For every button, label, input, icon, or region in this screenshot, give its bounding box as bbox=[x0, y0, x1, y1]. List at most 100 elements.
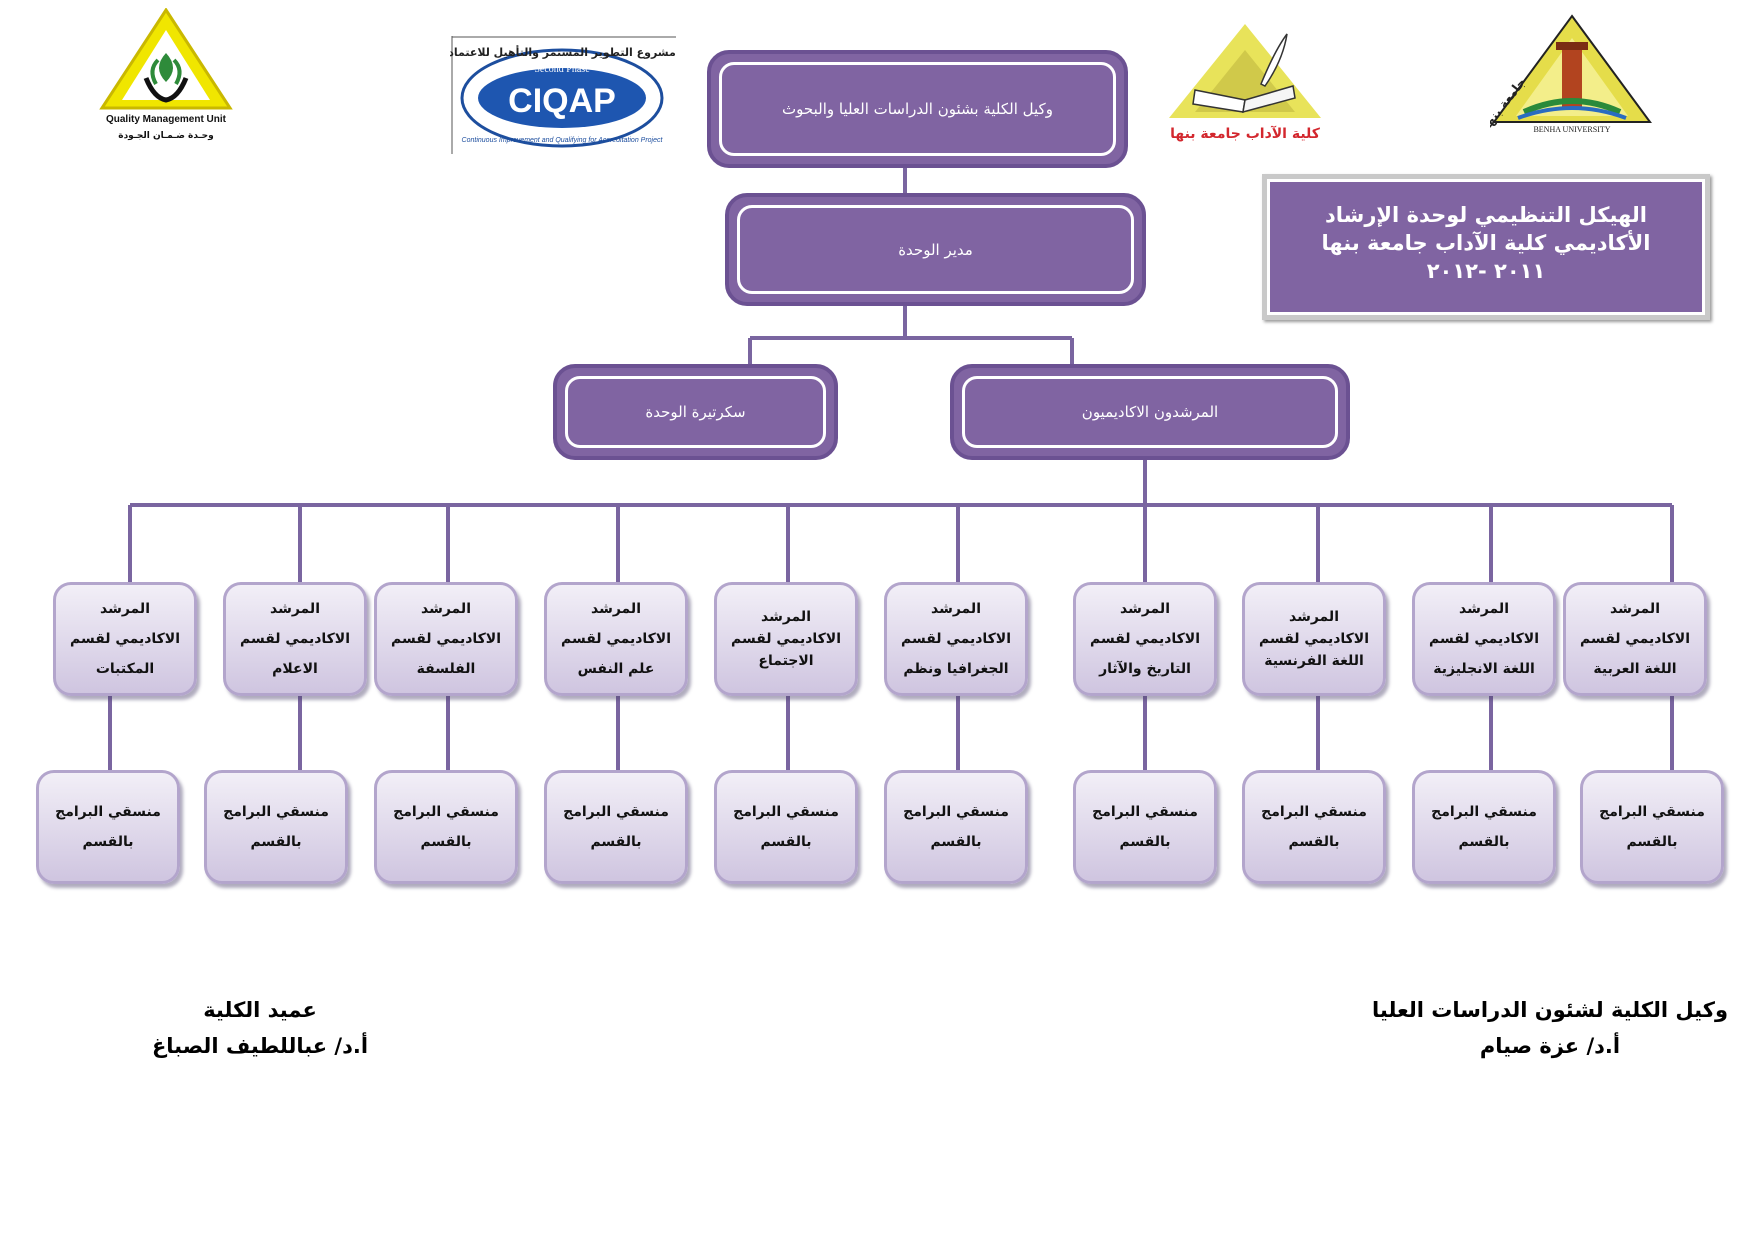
advisor-department: المكتبات bbox=[95, 661, 155, 677]
vice-dean-box: وكيل الكلية بشئون الدراسات العليا والبحو… bbox=[707, 50, 1128, 168]
department-advisor-box: المرشد الاكاديمي لقسم التاريخ والآثار bbox=[1073, 582, 1217, 696]
advisor-department: الفلسفة bbox=[416, 661, 476, 677]
program-coordinator-box: منسقي البرامج بالقسم bbox=[1412, 770, 1556, 884]
advisor-line-2: الاكاديمي لقسم bbox=[390, 631, 502, 647]
quality-unit-logo: Quality Management Unit وحـدة ضـمـان الج… bbox=[96, 7, 236, 143]
coordinator-line-2: بالقسم bbox=[1626, 834, 1678, 850]
coordinator-line-2: بالقسم bbox=[1458, 834, 1510, 850]
advisor-department: اللغة الفرنسية bbox=[1264, 653, 1364, 669]
department-advisor-box: المرشد الاكاديمي لقسم اللغة العربية bbox=[1563, 582, 1707, 696]
department-advisor-box: المرشد الاكاديمي لقسم علم النفس bbox=[544, 582, 688, 696]
ciqap-logo: مشروع التطوير المستمر والتأهيل للاعتماد … bbox=[448, 36, 676, 154]
program-coordinator-box: منسقي البرامج بالقسم bbox=[1242, 770, 1386, 884]
program-coordinator-box: منسقي البرامج بالقسم bbox=[1073, 770, 1217, 884]
director-label: مدير الوحدة bbox=[898, 240, 973, 259]
advisor-line-1: المرشد bbox=[1288, 609, 1339, 625]
advisor-department: التاريخ والآثار bbox=[1099, 661, 1191, 677]
arts-logo-text: كلية الآداب جامعة بنها bbox=[1170, 125, 1321, 142]
department-advisor-box: المرشد الاكاديمي لقسم اللغة الفرنسية bbox=[1242, 582, 1386, 696]
advisor-department: الاعلام bbox=[272, 661, 318, 677]
coordinator-line-1: منسقي البرامج bbox=[223, 804, 329, 820]
title-line-1: الهيكل التنظيمي لوحدة الإرشاد bbox=[1325, 203, 1647, 227]
signature-name: أ.د/ عباللطيف الصباغ bbox=[151, 1034, 369, 1058]
advisor-department: اللغة الانجليزية bbox=[1433, 661, 1535, 677]
advisor-line-2: الاكاديمي لقسم bbox=[69, 631, 181, 647]
advisor-line-2: الاكاديمي لقسم bbox=[730, 631, 842, 647]
director-box: مدير الوحدة bbox=[725, 193, 1146, 306]
department-advisor-box: المرشد الاكاديمي لقسم الجغرافيا ونظم bbox=[884, 582, 1028, 696]
program-coordinator-box: منسقي البرامج بالقسم bbox=[714, 770, 858, 884]
coordinator-line-1: منسقي البرامج bbox=[1092, 804, 1198, 820]
department-advisor-box: المرشد الاكاديمي لقسم المكتبات bbox=[53, 582, 197, 696]
ciqap-phase-text: Second Phase bbox=[534, 64, 590, 75]
arts-faculty-logo: كلية الآداب جامعة بنها bbox=[1165, 20, 1323, 142]
advisor-line-2: الاكاديمي لقسم bbox=[1579, 631, 1691, 647]
secretary-label: سكرتيرة الوحدة bbox=[645, 403, 746, 421]
advisor-department: اللغة العربية bbox=[1593, 661, 1677, 677]
ciqap-arabic-text: مشروع التطوير المستمر والتأهيل للاعتماد bbox=[450, 45, 676, 59]
program-coordinator-box: منسقي البرامج بالقسم bbox=[1580, 770, 1724, 884]
advisor-department: الجغرافيا ونظم bbox=[903, 661, 1009, 677]
coordinator-line-2: بالقسم bbox=[420, 834, 472, 850]
vice-dean-label: وكيل الكلية بشئون الدراسات العليا والبحو… bbox=[782, 100, 1053, 118]
advisor-line-1: المرشد bbox=[420, 601, 471, 617]
ciqap-sub-text: Continuous Improvement and Qualifying fo… bbox=[462, 137, 664, 144]
ciqap-name-text: CIQAP bbox=[508, 82, 616, 120]
title-line-3: ٢٠١١ -٢٠١٢ bbox=[1426, 259, 1546, 283]
coordinator-line-1: منسقي البرامج bbox=[1599, 804, 1705, 820]
advisor-line-2: الاكاديمي لقسم bbox=[1089, 631, 1201, 647]
advisor-line-2: الاكاديمي لقسم bbox=[1258, 631, 1370, 647]
signature-title: وكيل الكلية لشئون الدراسات العليا bbox=[1371, 998, 1729, 1022]
secretary-box: سكرتيرة الوحدة bbox=[553, 364, 838, 460]
dean-signature: عميد الكلية أ.د/ عباللطيف الصباغ bbox=[110, 992, 410, 1064]
coordinator-line-1: منسقي البرامج bbox=[563, 804, 669, 820]
signature-name: أ.د/ عزة صيام bbox=[1479, 1034, 1621, 1058]
qmu-en-text: Quality Management Unit bbox=[106, 114, 227, 125]
advisor-department: علم النفس bbox=[577, 661, 655, 677]
advisor-line-2: الاكاديمي لقسم bbox=[239, 631, 351, 647]
department-advisor-box: المرشد الاكاديمي لقسم الفلسفة bbox=[374, 582, 518, 696]
advisor-line-1: المرشد bbox=[930, 601, 981, 617]
advisor-line-2: الاكاديمي لقسم bbox=[1428, 631, 1540, 647]
advisor-line-1: المرشد bbox=[1609, 601, 1660, 617]
program-coordinator-box: منسقي البرامج بالقسم bbox=[204, 770, 348, 884]
coordinator-line-2: بالقسم bbox=[1288, 834, 1340, 850]
program-coordinator-box: منسقي البرامج بالقسم bbox=[544, 770, 688, 884]
advisor-line-1: المرشد bbox=[269, 601, 320, 617]
advisor-line-1: المرشد bbox=[760, 609, 811, 625]
coordinator-line-2: بالقسم bbox=[760, 834, 812, 850]
coordinator-line-2: بالقسم bbox=[1119, 834, 1171, 850]
program-coordinator-box: منسقي البرامج بالقسم bbox=[36, 770, 180, 884]
advisor-line-2: الاكاديمي لقسم bbox=[560, 631, 672, 647]
coordinator-line-1: منسقي البرامج bbox=[1261, 804, 1367, 820]
chart-title-panel: الهيكل التنظيمي لوحدة الإرشاد الأكاديمي … bbox=[1262, 174, 1710, 320]
advisor-line-1: المرشد bbox=[1119, 601, 1170, 617]
coordinator-line-2: بالقسم bbox=[250, 834, 302, 850]
advisor-department: الاجتماع bbox=[758, 653, 814, 669]
benha-university-logo: جامعة بنها BENHA UNIVERSITY bbox=[1480, 12, 1654, 136]
chart-title: الهيكل التنظيمي لوحدة الإرشاد الأكاديمي … bbox=[1267, 201, 1705, 285]
advisor-line-2: الاكاديمي لقسم bbox=[900, 631, 1012, 647]
qmu-ar-text: وحـدة ضـمـان الجـودة bbox=[118, 131, 213, 141]
program-coordinator-box: منسقي البرامج بالقسم bbox=[884, 770, 1028, 884]
coordinator-line-1: منسقي البرامج bbox=[903, 804, 1009, 820]
coordinator-line-2: بالقسم bbox=[590, 834, 642, 850]
coordinator-line-1: منسقي البرامج bbox=[55, 804, 161, 820]
coordinator-line-1: منسقي البرامج bbox=[1431, 804, 1537, 820]
department-advisor-box: المرشد الاكاديمي لقسم الاجتماع bbox=[714, 582, 858, 696]
coordinator-line-2: بالقسم bbox=[82, 834, 134, 850]
advisors-label: المرشدون الاكاديميون bbox=[1081, 403, 1219, 421]
advisors-box: المرشدون الاكاديميون bbox=[950, 364, 1350, 460]
advisor-line-1: المرشد bbox=[99, 601, 150, 617]
title-line-2: الأكاديمي كلية الآداب جامعة بنها bbox=[1321, 231, 1651, 255]
vice-dean-signature: وكيل الكلية لشئون الدراسات العليا أ.د/ ع… bbox=[1370, 992, 1730, 1064]
benha-en-text: BENHA UNIVERSITY bbox=[1533, 125, 1610, 134]
coordinator-line-1: منسقي البرامج bbox=[393, 804, 499, 820]
program-coordinator-box: منسقي البرامج بالقسم bbox=[374, 770, 518, 884]
coordinator-line-1: منسقي البرامج bbox=[733, 804, 839, 820]
advisor-line-1: المرشد bbox=[1458, 601, 1509, 617]
advisor-line-1: المرشد bbox=[590, 601, 641, 617]
coordinator-line-2: بالقسم bbox=[930, 834, 982, 850]
department-advisor-box: المرشد الاكاديمي لقسم الاعلام bbox=[223, 582, 367, 696]
